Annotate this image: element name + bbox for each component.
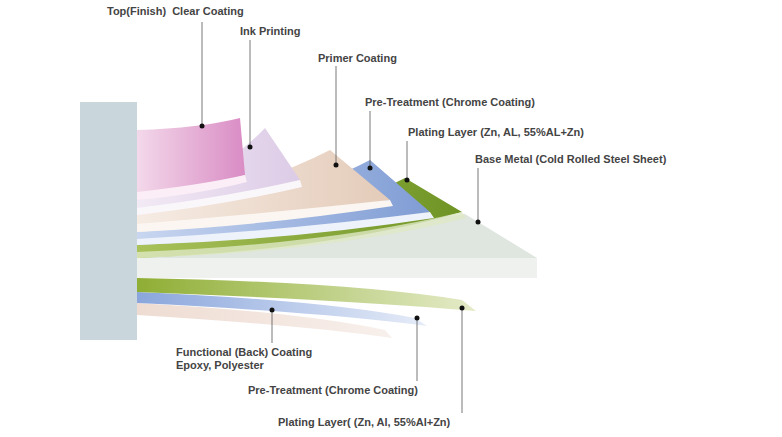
callout-label: Top(Finish) Clear Coating — [107, 5, 244, 18]
callout-label: Primer Coating — [318, 52, 397, 65]
mount-wall — [80, 102, 137, 340]
base-metal-sheet — [137, 258, 537, 278]
callout-label: Base Metal (Cold Rolled Steel Sheet) — [475, 153, 666, 166]
callout-label: Functional (Back) Coating Epoxy, Polyest… — [176, 346, 326, 372]
lower-plating-layer — [137, 278, 476, 311]
callout-label: Ink Printing — [240, 25, 301, 38]
callout-label: Pre-Treatment (Chrome Coating) — [365, 96, 535, 109]
leader-dots — [200, 124, 481, 321]
callout-label: Plating Layer( (Zn, Al, 55%Al+Zn) — [278, 416, 450, 429]
clear-coating-edge — [137, 175, 247, 200]
callout-label: Plating Layer (Zn, AL, 55%AL+Zn) — [408, 126, 584, 139]
callout-label: Pre-Treatment (Chrome Coating) — [248, 384, 418, 397]
